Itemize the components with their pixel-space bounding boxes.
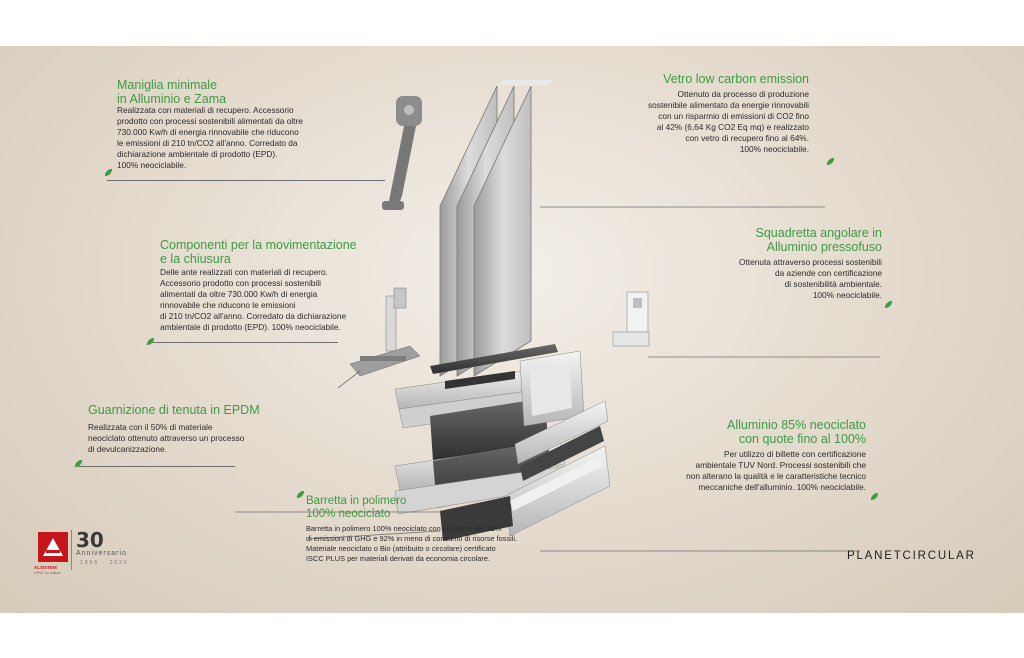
feature-handle-body: Realizzata con materiali di recupero. Ac… bbox=[117, 105, 303, 170]
glass-panes bbox=[439, 80, 554, 377]
feature-gasket-body: Realizzata con il 50% di materiale neoci… bbox=[88, 422, 245, 454]
branding-divider bbox=[71, 530, 72, 570]
leaf-icon bbox=[146, 337, 155, 346]
feature-glass-body: Ottenuto da processo di produzione soste… bbox=[648, 89, 809, 154]
company-name: ALSISTEM bbox=[34, 565, 57, 570]
infographic-panel: Maniglia minimale in Alluminio e Zama Re… bbox=[0, 46, 1024, 613]
feature-bracket-body: Ottenuta attraverso processi sostenibili… bbox=[739, 257, 882, 300]
anniversary-years: 1995 · 2025 bbox=[80, 560, 129, 566]
feature-handle-title: Maniglia minimale in Alluminio e Zama bbox=[117, 78, 227, 106]
feature-aluminium-body: Per utilizzo di billette con certificazi… bbox=[686, 449, 866, 492]
leaf-icon bbox=[826, 157, 835, 166]
leaf-icon bbox=[870, 492, 879, 501]
feature-polymer-title: Barretta in polimero 100% neociclato bbox=[306, 495, 407, 520]
leaf-icon bbox=[884, 300, 893, 309]
handle-illustration bbox=[382, 96, 422, 210]
feature-hardware-body: Delle ante realizzati con materiali di r… bbox=[160, 267, 347, 332]
leaf-icon bbox=[296, 490, 305, 499]
feature-polymer-body: Barretta in polimero 100% neociclato con… bbox=[306, 524, 518, 563]
planetcircular-logo: PLANETCIRCULAR bbox=[847, 550, 976, 562]
profiles-illustration bbox=[394, 344, 611, 541]
leaf-icon bbox=[74, 459, 83, 468]
feature-bracket-title: Squadretta angolare in Alluminio pressof… bbox=[755, 226, 882, 254]
anniversary-number: 30 bbox=[76, 528, 104, 552]
company-tagline: il PVC su misura bbox=[34, 571, 61, 575]
feature-hardware-title: Componenti per la movimentazione e la ch… bbox=[160, 238, 357, 266]
exploded-window-illustration bbox=[235, 80, 880, 552]
company-logo bbox=[38, 532, 68, 562]
feature-handle-rule bbox=[107, 180, 385, 181]
corner-bracket-illustration bbox=[612, 291, 650, 347]
anniversary-word: Anniversario bbox=[76, 550, 127, 557]
feature-gasket-title: Guarnizione di tenuta in EPDM bbox=[88, 403, 260, 417]
leaf-icon bbox=[104, 168, 113, 177]
feature-aluminium-title: Alluminio 85% neociclato con quote fino … bbox=[727, 418, 866, 446]
feature-glass-title: Vetro low carbon emission bbox=[663, 72, 809, 86]
feature-gasket-rule bbox=[78, 466, 235, 467]
feature-hardware-rule bbox=[148, 342, 338, 343]
hardware-illustration bbox=[349, 287, 421, 377]
